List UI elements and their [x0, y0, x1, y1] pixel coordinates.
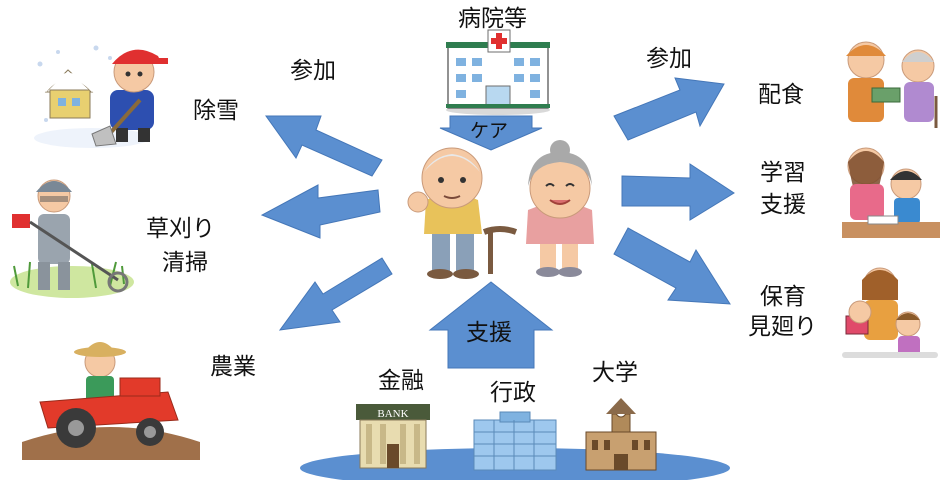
hospital-label: 病院等	[458, 6, 527, 32]
study-label: 学習	[760, 160, 806, 186]
snow-removal-label: 除雪	[193, 98, 239, 124]
support-arrow	[428, 281, 554, 369]
grass-cutter-worker-icon	[10, 179, 134, 298]
left-arrow-snow	[265, 115, 383, 177]
childcare-label: 保育	[760, 284, 806, 310]
bank-sign: BANK	[377, 408, 408, 420]
administration-label: 行政	[490, 380, 536, 406]
government-building-icon	[473, 411, 557, 471]
university-building-icon	[585, 398, 657, 471]
care-label: ケア	[470, 120, 509, 142]
elderly-couple-icon	[407, 140, 594, 279]
meal-delivery-icon	[846, 41, 938, 128]
patrol-label: 見廻り	[748, 314, 817, 340]
right-arrow-childcare	[613, 227, 731, 305]
right-arrow-meal	[613, 77, 725, 141]
finance-label: 金融	[378, 368, 424, 394]
left-join-label: 参加	[290, 58, 336, 84]
bank-building-icon: BANK	[356, 404, 430, 469]
tutoring-icon	[842, 147, 940, 238]
study-support-label: 支援	[760, 192, 806, 218]
right-arrow-study	[621, 163, 735, 221]
cleaning-label: 清掃	[162, 250, 208, 276]
mowing-label: 草刈り	[146, 216, 215, 242]
meal-delivery-label: 配食	[758, 82, 804, 108]
right-join-label: 参加	[646, 46, 692, 72]
childcare-icon	[842, 267, 938, 358]
left-arrow-mowing	[260, 184, 381, 239]
farming-label: 農業	[210, 354, 256, 380]
support-label: 支援	[466, 320, 512, 346]
hospital-icon	[446, 29, 550, 115]
snow-shoveling-boy-icon	[34, 45, 168, 148]
left-arrow-farming	[278, 257, 393, 331]
tractor-farmer-icon	[22, 342, 200, 460]
university-label: 大学	[592, 360, 638, 386]
care-arrow	[439, 115, 543, 151]
